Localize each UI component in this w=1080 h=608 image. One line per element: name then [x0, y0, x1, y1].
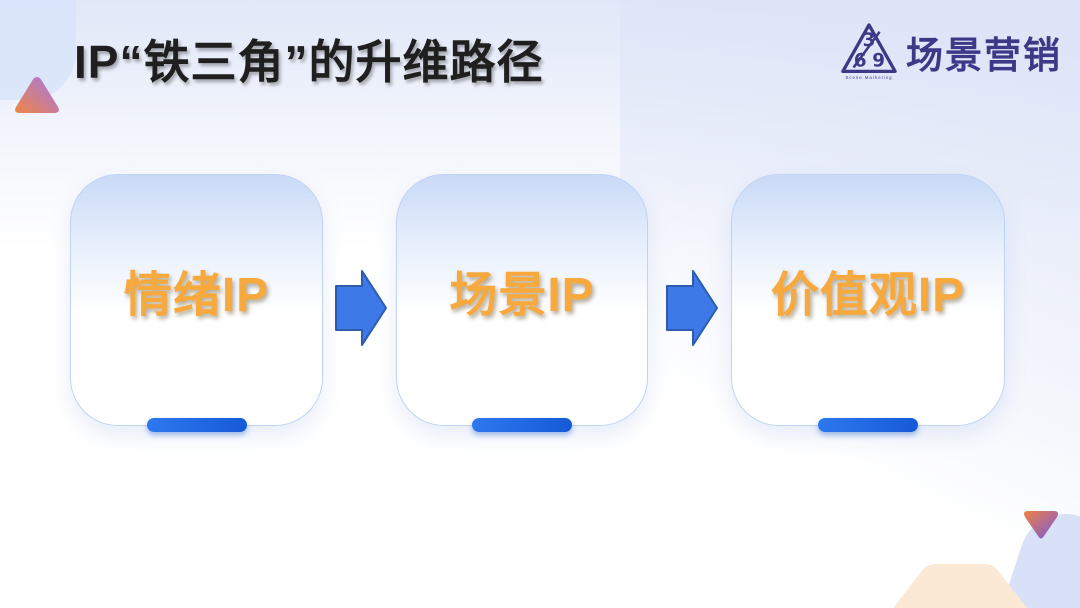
svg-text:3: 3 [863, 30, 876, 51]
brand-logo: 3 6 9 Scene Marketing 场景营销 [840, 22, 1062, 82]
flow-card-label: 场景IP [449, 269, 595, 322]
arrow-right-icon [335, 270, 387, 346]
card-pill-underline [818, 418, 918, 432]
svg-text:6: 6 [854, 51, 867, 72]
gradient-triangle-down-icon [1024, 511, 1058, 539]
flow-card-values-ip: 价值观IP [731, 174, 1005, 432]
svg-text:9: 9 [872, 51, 885, 72]
card-pill-underline [472, 418, 572, 432]
peach-blob-bottom-right [893, 564, 1027, 608]
flow-card-scene-ip: 场景IP [396, 174, 648, 432]
logo-369-triangle-icon: 3 6 9 Scene Marketing [841, 23, 897, 80]
gradient-triangle-up-icon [15, 77, 59, 113]
flow-card-label: 情绪IP [123, 269, 270, 322]
brand-name: 场景营销 [906, 35, 1062, 76]
flow-card-label: 价值观IP [770, 269, 966, 322]
flow-card-emotion-ip: 情绪IP [70, 174, 323, 432]
logo-tagline: Scene Marketing [845, 75, 892, 80]
arrow-right-icon [666, 270, 718, 346]
page-title: IP“铁三角”的升维路径 [74, 36, 544, 88]
card-pill-underline [146, 418, 247, 432]
